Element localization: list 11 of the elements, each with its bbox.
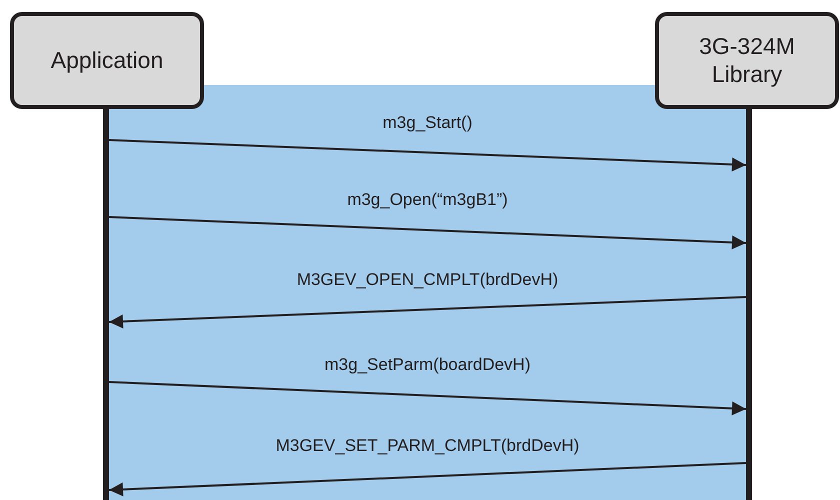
actor-name: 3G-324M Library: [698, 32, 796, 88]
actor-name: Application: [50, 46, 164, 74]
lifeline: [746, 108, 752, 500]
lifeline: [103, 108, 109, 500]
actor-box: [655, 12, 839, 109]
message-arrow: [108, 296, 746, 328]
message-arrow: [108, 139, 746, 172]
actor-box: [10, 12, 204, 109]
message-arrow: [108, 216, 746, 250]
message-arrow: [108, 462, 746, 496]
message-arrow: [108, 381, 746, 416]
